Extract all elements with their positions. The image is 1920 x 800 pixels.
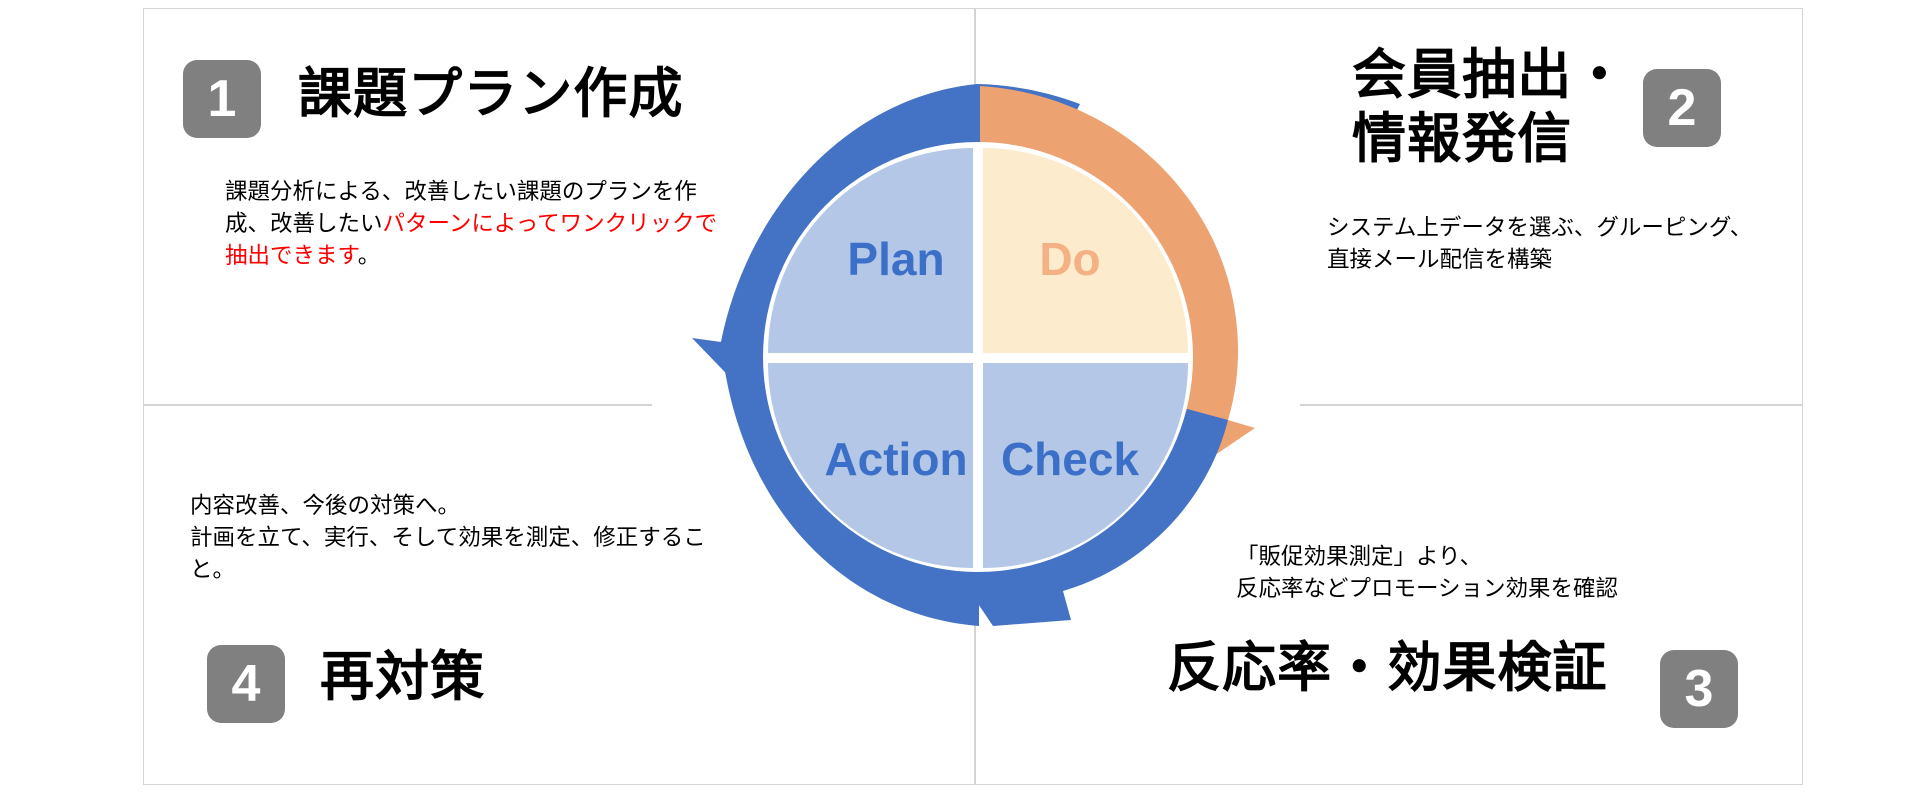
wheel-inner-ring <box>763 142 1193 572</box>
horizontal-divider-left <box>143 404 652 406</box>
step-heading-4: 再対策 <box>320 647 486 707</box>
step-body-1-part-black: 課題分析による、改善したい課題のプランを作 成、改善したい <box>225 179 697 236</box>
wheel-quadrant-check <box>983 363 1188 568</box>
step-body-3: 「販促効果測定」より、 反応率などプロモーション効果を確認 <box>1236 544 1619 601</box>
step-badge-1: 1 <box>183 60 261 138</box>
step-body-1: 課題分析による、改善したい課題のプランを作 成、改善したいパターンによってワンク… <box>225 176 725 272</box>
wheel-label-plan: Plan <box>847 233 944 285</box>
step-heading-3: 反応率・効果検証 <box>1167 638 1608 698</box>
step-body-2: システム上データを選ぶ、グルーピング、 直接メール配信を構築 <box>1327 215 1753 272</box>
step-badge-3: 3 <box>1660 650 1738 728</box>
step-body-1-part-black-tail: 。 <box>357 242 381 268</box>
horizontal-divider-right <box>1300 404 1803 406</box>
step-heading-1: 課題プラン作成 <box>298 64 684 124</box>
outer-frame <box>143 8 1803 785</box>
step-body-1-part-red: パターンによってワンクリックで 抽出できます <box>225 210 718 268</box>
pdca-wheel: Plan Do Action Check <box>648 70 1308 660</box>
wheel-quadrant-do <box>983 148 1188 353</box>
step-heading-2: 会員抽出・ 情報発信 <box>1352 45 1628 169</box>
wheel-label-action: Action <box>824 433 967 485</box>
wheel-label-do: Do <box>1039 233 1100 285</box>
wheel-label-check: Check <box>1001 433 1139 485</box>
step-badge-4: 4 <box>207 645 285 723</box>
wheel-quadrants <box>768 148 1188 568</box>
wheel-quadrant-action <box>768 363 973 568</box>
step-body-4: 内容改善、今後の対策へ。 計画を立て、実行、そして効果を測定、修正すること。 <box>190 493 706 582</box>
wheel-quadrant-plan <box>768 148 973 353</box>
step-badge-2: 2 <box>1643 69 1721 147</box>
